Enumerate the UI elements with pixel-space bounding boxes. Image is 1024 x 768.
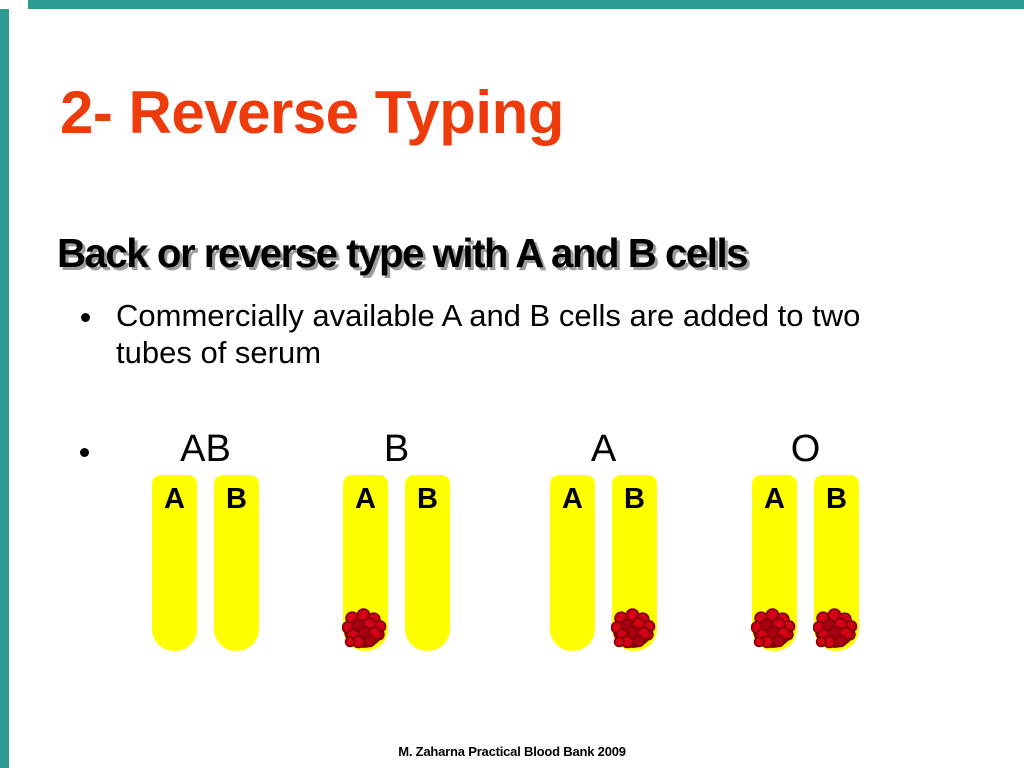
tube-cell-label: B	[226, 483, 247, 515]
top-accent-bar	[28, 0, 1024, 9]
tube-cell-label: B	[826, 483, 847, 515]
test-tube: B	[214, 475, 259, 651]
test-tube: A	[343, 475, 388, 651]
bullet-text: Commercially available A and B cells are…	[116, 298, 861, 370]
tube-cell-label: B	[417, 483, 438, 515]
agglutination-clump	[611, 607, 656, 650]
tube-cell-label: A	[164, 483, 185, 515]
slide-title: 2- Reverse Typing	[60, 79, 564, 146]
tube-cell-label: B	[624, 483, 645, 515]
blood-type-label: AB	[180, 428, 231, 470]
tube-group-ab: AB A B	[152, 429, 259, 651]
tube-row: A B	[550, 475, 657, 651]
slide-heading: Back or reverse type with A and B cells	[57, 230, 748, 276]
tube-cell-label: A	[562, 483, 583, 515]
footer-credit: M. Zaharna Practical Blood Bank 2009	[398, 744, 626, 759]
test-tube: B	[405, 475, 450, 651]
tube-row: A B	[343, 475, 450, 651]
test-tube: B	[612, 475, 657, 651]
results-bullet-dot	[80, 448, 89, 457]
tube-row: A B	[752, 475, 859, 651]
test-tube: A	[550, 475, 595, 651]
left-accent-bar	[0, 9, 9, 768]
bullet-dot	[81, 313, 90, 322]
agglutination-clump	[751, 607, 796, 650]
test-tube: B	[814, 475, 859, 651]
tube-group-a: A A B	[550, 429, 657, 651]
tube-cell-label: A	[355, 483, 376, 515]
tube-group-o: O A B	[752, 429, 859, 651]
test-tube: A	[752, 475, 797, 651]
test-tube: A	[152, 475, 197, 651]
blood-type-label: O	[790, 428, 821, 470]
agglutination-clump	[342, 607, 387, 650]
tube-group-b: B A B	[343, 429, 450, 651]
tube-row: A B	[152, 475, 259, 651]
blood-type-label: B	[383, 428, 410, 470]
blood-type-label: A	[590, 428, 617, 470]
agglutination-clump	[813, 607, 858, 650]
tube-cell-label: A	[764, 483, 785, 515]
